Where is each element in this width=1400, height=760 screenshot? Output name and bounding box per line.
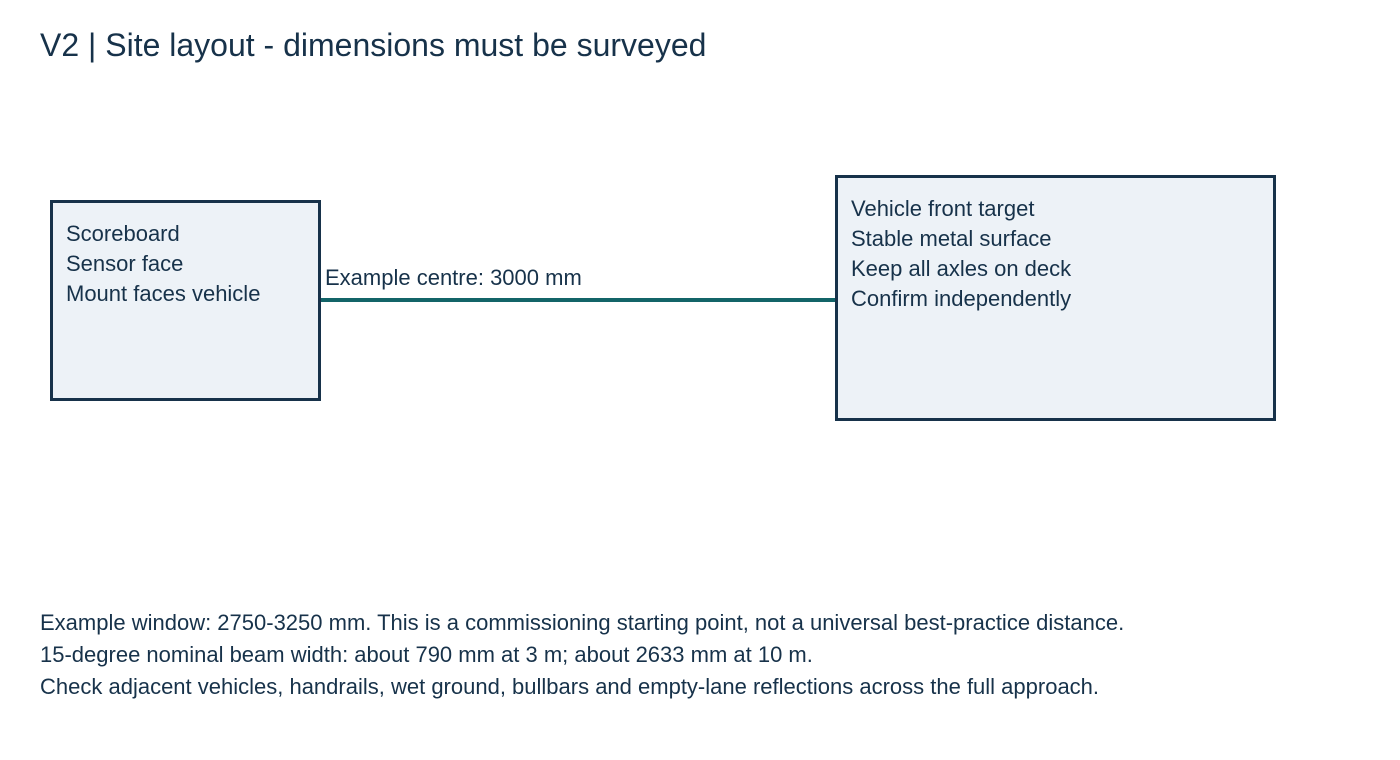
target-box-line-surface: Stable metal surface <box>851 226 1052 251</box>
distance-label: Example centre: 3000 mm <box>325 265 582 290</box>
target-box-line-title: Vehicle front target <box>851 196 1035 221</box>
target-box-line-axles: Keep all axles on deck <box>851 256 1072 281</box>
sensor-box-line-face: Sensor face <box>66 251 184 276</box>
distance-connector-line <box>321 298 835 302</box>
note-checks: Check adjacent vehicles, handrails, wet … <box>40 674 1100 699</box>
target-box-line-confirm: Confirm independently <box>851 286 1072 311</box>
sensor-box-line-mount: Mount faces vehicle <box>66 281 261 306</box>
notes-block: Example window: 2750-3250 mm. This is a … <box>40 607 1124 703</box>
page-title: V2 | Site layout - dimensions must be su… <box>40 27 707 63</box>
sensor-box-line-title: Scoreboard <box>66 221 180 246</box>
note-window: Example window: 2750-3250 mm. This is a … <box>40 610 1125 635</box>
note-beam-width: 15-degree nominal beam width: about 790 … <box>40 642 813 667</box>
vehicle-target-box: Vehicle front target Stable metal surfac… <box>835 175 1276 421</box>
scoreboard-sensor-box: Scoreboard Sensor face Mount faces vehic… <box>50 200 321 401</box>
